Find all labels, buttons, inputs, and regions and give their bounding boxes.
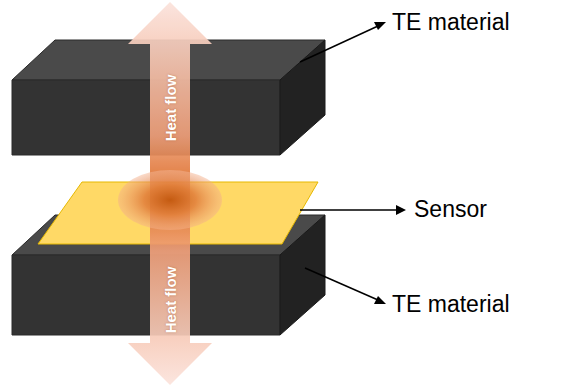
part-label: TE material bbox=[392, 11, 510, 34]
part-label: TE material bbox=[392, 293, 510, 316]
heat-flow-label: Heat flow bbox=[163, 75, 178, 142]
part-label: Sensor bbox=[414, 198, 487, 221]
heat-flow-arrow bbox=[118, 2, 222, 385]
leader-lines bbox=[300, 22, 406, 304]
heat-flow-label: Heat flow bbox=[163, 267, 178, 334]
